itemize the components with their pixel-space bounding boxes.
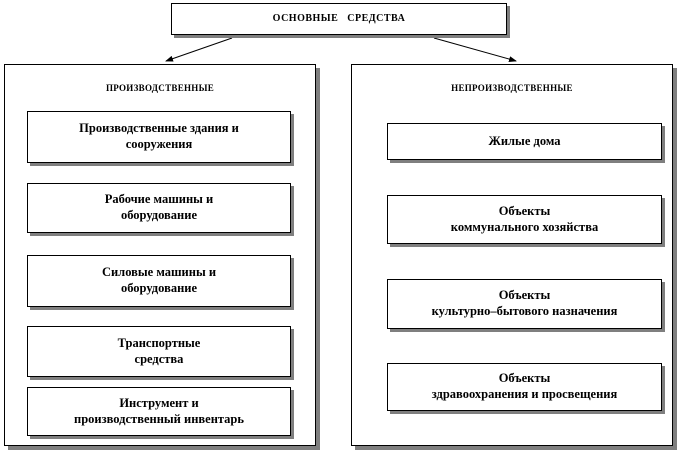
- nonproductive-item-health-education-label: Объекты здравоохранения и просвещения: [431, 371, 618, 401]
- productive-item-power-machines-label: Силовые машины и оборудование: [101, 265, 217, 295]
- group-productive-title: ПРОИЗВОДСТВЕННЫЕ: [105, 83, 215, 93]
- productive-item-tools-label: Инструмент и производственный инвентарь: [74, 395, 244, 426]
- productive-item-tools: Инструмент и производственный инвентарь: [27, 387, 291, 436]
- root-node-label: ОСНОВНЫЕ СРЕДСТВА: [272, 12, 406, 24]
- root-node-fixed-assets: ОСНОВНЫЕ СРЕДСТВА: [171, 3, 507, 35]
- nonproductive-item-municipal: Объекты коммунального хозяйства: [387, 195, 662, 244]
- productive-item-buildings: Производственные здания и сооружения: [27, 111, 291, 163]
- productive-item-vehicles-label: Транспортные средства: [117, 335, 201, 366]
- productive-item-buildings-label: Производственные здания и сооружения: [79, 121, 239, 151]
- arrow-to-productive: [165, 37, 233, 62]
- productive-item-working-machines-label: Рабочие машины и оборудование: [104, 192, 214, 222]
- productive-item-vehicles: Транспортные средства: [27, 326, 291, 377]
- productive-item-power-machines: Силовые машины и оборудование: [27, 255, 291, 307]
- group-nonproductive-title: НЕПРОИЗВОДСТВЕННЫЕ: [451, 83, 573, 93]
- nonproductive-item-housing: Жилые дома: [387, 123, 662, 160]
- nonproductive-item-municipal-label: Объекты коммунального хозяйства: [450, 203, 599, 234]
- productive-item-working-machines: Рабочие машины и оборудование: [27, 183, 291, 233]
- nonproductive-item-cultural: Объекты культурно–бытового назначения: [387, 279, 662, 329]
- nonproductive-item-housing-label: Жилые дома: [488, 133, 561, 148]
- nonproductive-item-cultural-label: Объекты культурно–бытового назначения: [431, 288, 618, 318]
- arrow-to-nonproductive: [433, 37, 517, 62]
- nonproductive-item-health-education: Объекты здравоохранения и просвещения: [387, 363, 662, 411]
